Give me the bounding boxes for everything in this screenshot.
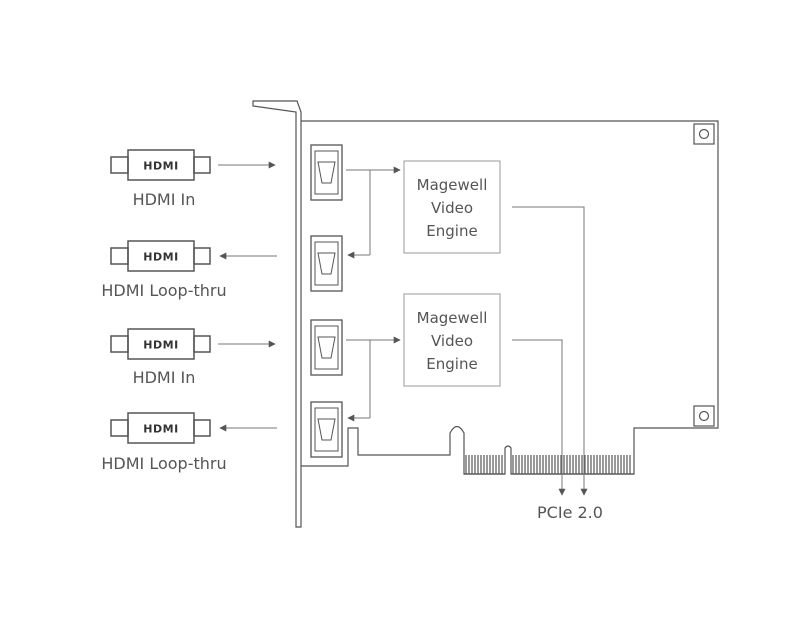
- hdmi-connectors: HDMI HDMI HDMI HDMI: [110, 149, 211, 444]
- engine-1-line1: Magewell: [417, 176, 488, 194]
- pcb-board: [301, 120, 719, 475]
- hdmi-logo-1: HDMI: [143, 160, 178, 173]
- connector-label-2: HDMI Loop-thru: [101, 281, 226, 300]
- hdmi-connector-4: HDMI: [110, 412, 211, 444]
- board-ports: [310, 144, 343, 458]
- video-engine-2: Magewell Video Engine: [403, 293, 501, 387]
- hdmi-logo-4: HDMI: [143, 423, 178, 436]
- engine-2-line3: Engine: [426, 355, 477, 373]
- hdmi-connector-3: HDMI: [110, 328, 211, 360]
- board-port-3: [310, 319, 343, 376]
- connector-label-4: HDMI Loop-thru: [101, 454, 226, 473]
- engine-1-line2: Video: [431, 199, 473, 217]
- mounting-hole-top: [693, 123, 715, 145]
- board-port-1: [310, 144, 343, 201]
- engine-2-line2: Video: [431, 332, 473, 350]
- hdmi-logo-3: HDMI: [143, 339, 178, 352]
- video-engine-1: Magewell Video Engine: [403, 160, 501, 254]
- connector-arrows: [218, 161, 277, 432]
- board-port-2: [310, 235, 343, 292]
- engine-2-line1: Magewell: [417, 309, 488, 327]
- internal-routing: [346, 166, 588, 496]
- engine-1-line3: Engine: [426, 222, 477, 240]
- hdmi-connector-1: HDMI: [110, 149, 211, 181]
- mounting-hole-bottom: [693, 405, 715, 427]
- pcie-gold-fingers-right: [512, 455, 631, 474]
- hdmi-logo-2: HDMI: [143, 251, 178, 264]
- board-port-4: [310, 401, 343, 458]
- pcie-gold-fingers-left: [465, 455, 503, 474]
- pcie-label: PCIe 2.0: [537, 503, 603, 522]
- connector-label-1: HDMI In: [133, 190, 196, 209]
- pci-bracket: [252, 100, 302, 528]
- hdmi-connector-2: HDMI: [110, 240, 211, 272]
- connector-label-3: HDMI In: [133, 368, 196, 387]
